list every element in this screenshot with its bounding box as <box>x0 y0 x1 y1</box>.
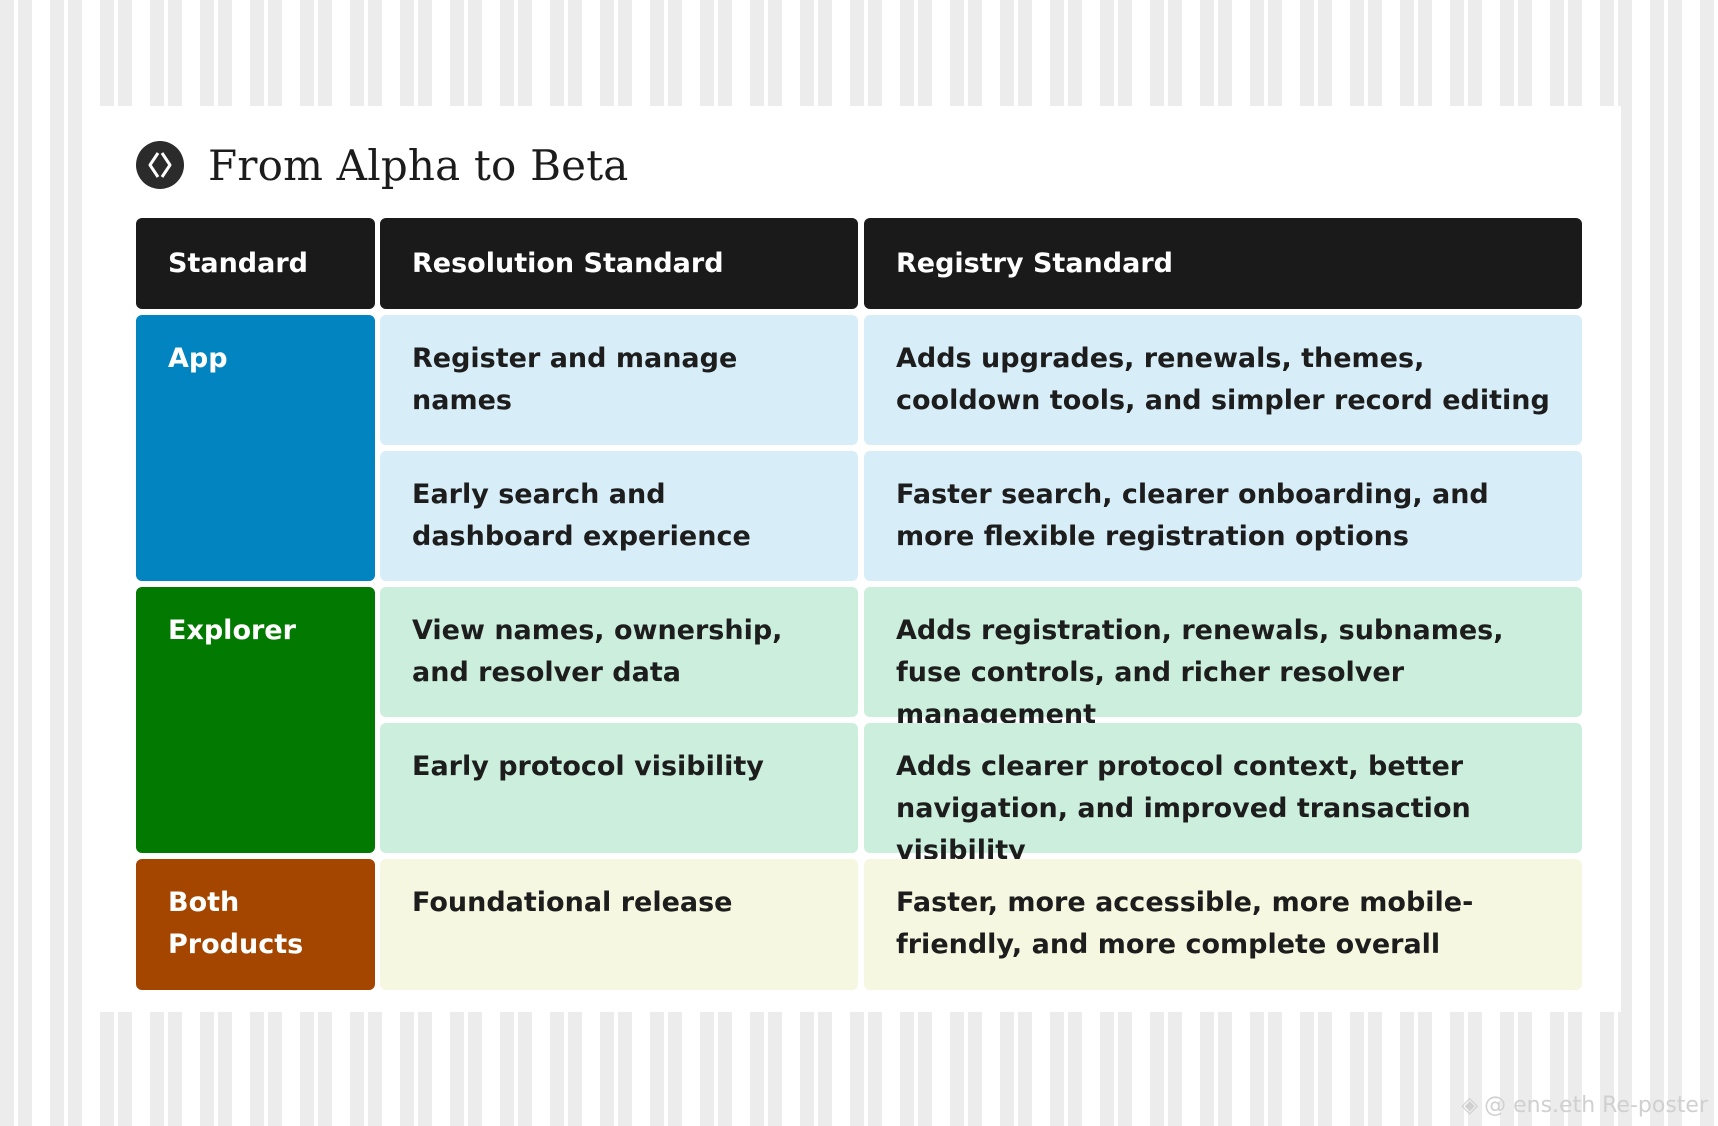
table-cell-resolution: Foundational release <box>380 859 858 990</box>
table-cell-registry: Faster, more accessible, more mobile-fri… <box>864 859 1582 990</box>
group-label-both-products: Both Products <box>136 859 375 990</box>
page-title: From Alpha to Beta <box>208 140 629 190</box>
watermark: ◈ @ ens.eth Re-poster <box>1461 1093 1708 1118</box>
ens-logo-icon <box>136 141 184 189</box>
group-label-explorer: Explorer <box>136 587 375 853</box>
table-cell-registry: Adds clearer protocol context, better na… <box>864 723 1582 866</box>
table-cell-resolution: Early search and dashboard experience <box>380 451 858 581</box>
column-header-registry: Registry Standard <box>864 218 1582 309</box>
watermark-text: @ ens.eth Re-poster <box>1484 1093 1708 1118</box>
table-cell-resolution: Early protocol visibility <box>380 723 858 853</box>
group-label-app: App <box>136 315 375 581</box>
table-cell-resolution: Register and manage names <box>380 315 858 445</box>
table-cell-registry: Adds upgrades, renewals, themes, cooldow… <box>864 315 1582 445</box>
column-header-resolution: Resolution Standard <box>380 218 858 309</box>
table-cell-registry: Faster search, clearer onboarding, and m… <box>864 451 1582 581</box>
diamond-icon: ◈ <box>1461 1093 1479 1118</box>
table-cell-registry: Adds registration, renewals, subnames, f… <box>864 587 1582 730</box>
column-header-standard: Standard <box>136 218 375 309</box>
table-cell-resolution: View names, ownership, and resolver data <box>380 587 858 717</box>
page-header: From Alpha to Beta <box>136 136 629 194</box>
